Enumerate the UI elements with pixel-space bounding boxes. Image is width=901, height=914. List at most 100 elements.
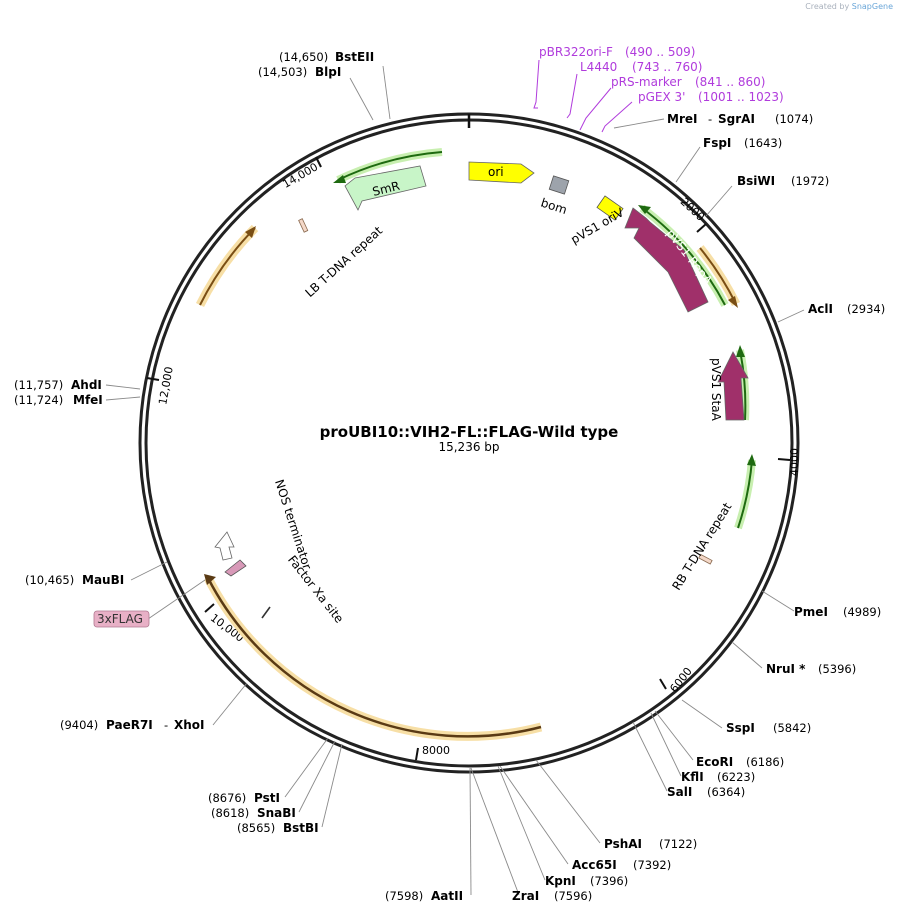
enzyme-name-maubi: MauBI <box>82 573 124 587</box>
primer-l4440-name: L4440 <box>580 60 617 74</box>
enzyme-name-ecori: EcoRI <box>696 755 733 769</box>
tick-label-4000: 4000 <box>788 448 801 476</box>
ori-feature <box>468 161 535 184</box>
green-arc-top-head <box>333 175 346 183</box>
primer-prs-range: (841 .. 860) <box>695 75 765 89</box>
bom-label: bom <box>539 196 569 218</box>
lb-tdna-label: LB T-DNA repeat <box>302 223 385 300</box>
enzyme-pos-zrai: (7596) <box>554 889 592 903</box>
tick-2000 <box>696 223 707 233</box>
leader-aatii <box>469 767 472 896</box>
tick-4000 <box>777 458 791 461</box>
leader-kfli <box>650 712 682 777</box>
enzyme-pos-mfei: (11,724) <box>14 393 63 407</box>
bom-feature <box>548 175 570 195</box>
enzyme-name-blpi: BlpI <box>315 65 341 79</box>
long-orange-arc-head <box>204 574 216 585</box>
enzyme-name-kpni: KpnI <box>545 874 576 888</box>
plasmid-length: 15,236 bp <box>438 440 499 454</box>
enzyme-pos-fspi: (1643) <box>744 136 782 150</box>
leader-pmei <box>761 590 795 612</box>
rb-tdna-feature <box>698 553 713 565</box>
enzyme-pos-ahdi: (11,757) <box>14 378 63 392</box>
enzyme-pos-ecori: (6186) <box>746 755 784 769</box>
enzyme-name-sspi: SspI <box>726 721 755 735</box>
enzyme-pos-aatii: (7598) <box>385 889 423 903</box>
enzyme-leaders <box>105 65 805 896</box>
orange-arc-left-halo <box>195 224 259 308</box>
tick-10000 <box>204 603 215 613</box>
leader-zrai <box>470 767 520 896</box>
enzyme-pos-sgrai: (1074) <box>775 112 813 126</box>
leader-bstbi <box>321 743 343 828</box>
leader-mrei <box>613 118 665 129</box>
enzyme-pos-maubi: (10,465) <box>25 573 74 587</box>
leader-kpni <box>497 765 546 881</box>
primer-pgex-range: (1001 .. 1023) <box>698 90 784 104</box>
leader-sali <box>632 721 668 792</box>
primer-lead-pgex <box>601 101 633 133</box>
leader-psti <box>284 737 329 798</box>
enzyme-pos-bsiwi: (1972) <box>791 174 829 188</box>
primer-prs-name: pRS-marker <box>611 75 682 89</box>
green-arc-top <box>337 151 443 181</box>
tick-label-6000: 6000 <box>667 665 694 695</box>
primer-lead-pbr322 <box>533 59 540 109</box>
primer-pbr322-name: pBR322ori-F <box>539 45 613 59</box>
pvs1-oriv-label: pVS1 oriV <box>568 205 627 247</box>
tick-14000 <box>315 156 322 168</box>
leader-ecori <box>654 710 694 761</box>
enzyme-name-zrai: ZraI <box>512 889 539 903</box>
enzyme-name-acc65i: Acc65I <box>572 858 617 872</box>
enzyme-pos-snabi: (8618) <box>211 806 249 820</box>
flag-feature <box>224 559 247 577</box>
enzyme-pos-nrui: (5396) <box>818 662 856 676</box>
nos-terminator-feature <box>214 531 235 561</box>
tick-6000 <box>659 678 667 690</box>
enzyme-name-mrei: MreI <box>667 112 697 126</box>
leader-pshai <box>535 759 601 844</box>
leader-fspi <box>675 146 701 183</box>
enzyme-name-acli: AclI <box>808 302 833 316</box>
enzyme-pos-bstbi: (8565) <box>237 821 275 835</box>
factor-xa-mark <box>261 606 271 619</box>
enzyme-pos-acc65i: (7392) <box>633 858 671 872</box>
enzyme-pos-paer7i: (9404) <box>60 718 98 732</box>
leader-acc65i <box>499 765 569 865</box>
enzyme-pos-acli: (2934) <box>847 302 885 316</box>
tick-group: 2000 4000 6000 8000 10,000 12,000 14,000 <box>146 156 801 761</box>
enzyme-name-pshai: PshAI <box>604 837 642 851</box>
enzyme-pos-psti: (8676) <box>208 791 246 805</box>
enzyme-pos-blpi: (14,503) <box>258 65 307 79</box>
enzyme-name-bsteii: BstEII <box>335 50 374 64</box>
pvs1-oriv-feature <box>596 195 624 221</box>
enzyme-name-nrui: NruI * <box>766 662 806 676</box>
primer-l4440-range: (743 .. 760) <box>632 60 702 74</box>
primers: pBR322ori-F (490 .. 509) L4440 (743 .. 7… <box>533 45 784 133</box>
snapgene-branding: Created by SnapGene <box>805 2 893 11</box>
rb-tdna-label: RB T-DNA repeat <box>669 500 734 593</box>
pvs1-staa-feature <box>717 351 749 421</box>
smr-feature <box>344 165 427 211</box>
green-arc-rb-head <box>747 454 756 466</box>
primer-pbr322-range: (490 .. 509) <box>625 45 695 59</box>
leader-bstei <box>382 65 391 120</box>
long-orange-arc-halo <box>204 575 543 741</box>
enzyme-pos-pmei: (4989) <box>843 605 881 619</box>
enzyme-sep-paer7i: - <box>164 718 168 732</box>
leader-nrui <box>731 641 763 669</box>
enzyme-name-psti: PstI <box>254 791 280 805</box>
enzyme-name-pmei: PmeI <box>794 605 828 619</box>
enzyme-name-sgrai: SgrAI <box>718 112 755 126</box>
tick-8000 <box>415 747 419 761</box>
ori-label: ori <box>488 165 504 179</box>
tick-label-14000: 14,000 <box>280 160 320 191</box>
orange-arc-left-head <box>245 226 256 238</box>
enzyme-name-xhoi: XhoI <box>174 718 205 732</box>
leader-acli <box>777 309 805 323</box>
leader-blpi <box>349 77 374 121</box>
enzyme-name-snabi: SnaBI <box>257 806 296 820</box>
flag-label-box <box>93 610 150 628</box>
primer-lead-prs <box>579 87 612 131</box>
tick-12000 <box>146 377 160 381</box>
